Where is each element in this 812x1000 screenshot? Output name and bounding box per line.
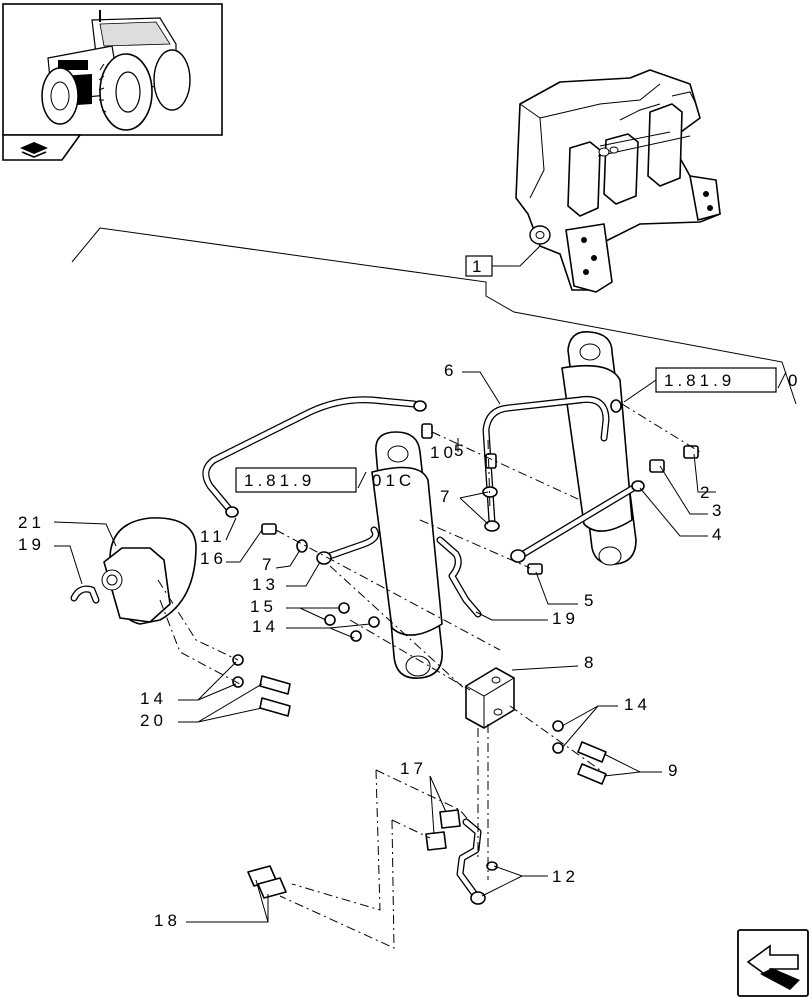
callout-7b: 7 [262, 555, 275, 574]
valve-block [465, 667, 515, 729]
reference-mid-suffix: 01C [372, 471, 415, 490]
lower-fittings [247, 809, 498, 905]
callout-6: 6 [444, 361, 457, 380]
callout-11: 11 [200, 527, 226, 546]
callouts: 2 3 4 5 5 6 7 7 8 9 10 11 16 12 13 15 14… [18, 361, 725, 930]
callout-1-leader [492, 245, 541, 267]
callout-7a: 7 [440, 487, 453, 506]
callout-17: 17 [400, 759, 427, 778]
tractor-thumbnail[interactable] [2, 3, 223, 161]
group-bracket-line [71, 227, 797, 405]
callout-5b: 5 [584, 591, 597, 610]
lift-frame-assembly [515, 69, 721, 293]
section-book-icon [20, 142, 48, 158]
callout-21: 21 [18, 513, 45, 532]
callout-3: 3 [712, 501, 725, 520]
next-page-arrow-icon[interactable] [737, 929, 809, 997]
reference-top-suffix: 0 [788, 371, 801, 390]
bolts-right [552, 720, 607, 785]
callout-14a: 14 [252, 617, 279, 636]
rear-right-cylinder [561, 331, 637, 566]
callout-1: 1 [472, 257, 485, 276]
callout-19b: 19 [552, 609, 579, 628]
front-left-cylinder [371, 431, 443, 679]
callout-18: 18 [154, 911, 181, 930]
reference-mid-label: 1.81.9 [244, 471, 315, 490]
callout-14b: 14 [140, 689, 167, 708]
reference-top-label: 1.81.9 [664, 371, 735, 390]
hose-top-long [202, 396, 427, 518]
callout-15: 15 [250, 597, 277, 616]
callout-9: 9 [668, 761, 681, 780]
callout-12: 12 [552, 867, 579, 886]
callout-8: 8 [584, 653, 597, 672]
tractor-thumbnail-icon [41, 10, 191, 131]
callout-16: 16 [200, 549, 227, 568]
hose-19-mid [436, 536, 482, 618]
callout-20: 20 [140, 711, 167, 730]
callout-19a: 19 [18, 535, 45, 554]
hose-13 [316, 526, 380, 565]
callout-14c: 14 [624, 695, 651, 714]
accumulator [70, 517, 197, 625]
rod-4 [510, 480, 645, 563]
hose-6 [482, 395, 610, 526]
callout-10: 10 [430, 443, 457, 462]
callout-4: 4 [712, 525, 725, 544]
callout-5a: 5 [454, 441, 467, 460]
reference-top[interactable]: 1.81.9 0 [623, 367, 801, 403]
callout-13: 13 [252, 575, 279, 594]
assembly-centerlines [157, 403, 701, 949]
reference-mid[interactable]: 1.81.9 01C [235, 467, 415, 493]
bolts-left [232, 654, 291, 717]
